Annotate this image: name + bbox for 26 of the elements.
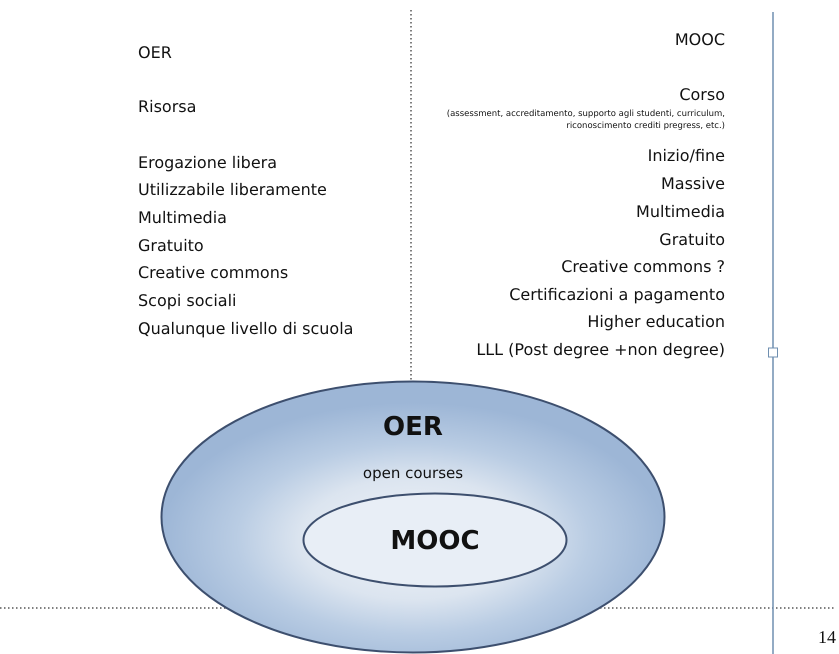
list-item-text: Risorsa [138, 97, 196, 117]
list-item-text: Corso [679, 85, 725, 105]
note-text: (assessment, accreditamento, supporto agli studenti, curriculum, riconoscimento crediti pregress, etc.) [446, 108, 725, 132]
list-item-text: LLL (Post degree +non degree) [476, 340, 725, 360]
list-item-text: Utilizzabile liberamente [138, 180, 327, 200]
list-item-text: Multimedia [138, 208, 227, 228]
list-item-text: Creative commons [138, 263, 288, 283]
list-item-text: Gratuito [138, 236, 204, 256]
list-item-text: Certificazioni a pagamento [509, 285, 725, 305]
ellipse-region [160, 380, 666, 654]
page-number: 14 [818, 627, 836, 647]
list-item-text: Erogazione libera [138, 153, 278, 173]
list-item-text: Creative commons ? [561, 257, 725, 277]
ellipse-region [302, 492, 568, 588]
list-item-text: Qualunque livello di scuola [138, 319, 354, 339]
list-item-text: Massive [660, 174, 725, 194]
region-text: open courses [362, 464, 464, 482]
region-title: OER [383, 412, 443, 442]
list-item-text: OER [138, 43, 172, 63]
list-item-text: Scopi sociali [138, 291, 236, 311]
region-title: MOOC [390, 526, 480, 556]
list-item-text: Gratuito [659, 230, 725, 250]
list-item-text: Multimedia [636, 202, 725, 222]
list-item-text: Higher education [587, 312, 725, 332]
list-item-text: MOOC [674, 30, 725, 50]
list-item-text: Inizio/fine [648, 146, 725, 166]
